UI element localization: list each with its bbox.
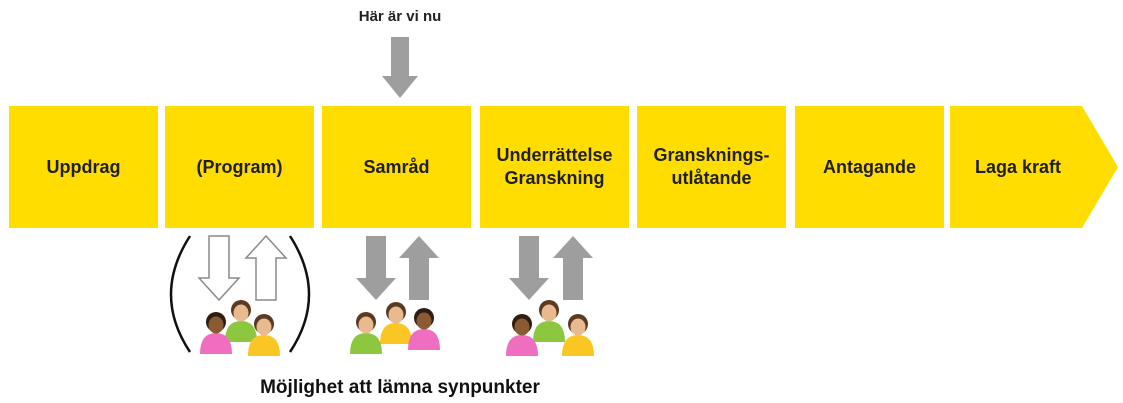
step-uppdrag: Uppdrag xyxy=(9,106,158,228)
step-laga-kraft: Laga kraft xyxy=(974,156,1062,177)
step-underrattelse-granskning: Underrättelse Granskning xyxy=(480,106,629,228)
step-granskningsutlatande: Gransknings- utlåtande xyxy=(637,106,786,228)
people-group-icon xyxy=(506,300,594,356)
people-group-icon xyxy=(350,302,440,354)
caption: Möjlighet att lämna synpunkter xyxy=(260,377,540,398)
current-stage-label: Här är vi nu xyxy=(358,8,442,25)
step-antagande: Antagande xyxy=(795,106,944,228)
up-arrow-icon xyxy=(553,236,593,300)
step-program: (Program) xyxy=(165,106,314,228)
samrad-feedback-group xyxy=(350,236,440,354)
down-arrow-icon xyxy=(356,236,396,300)
step-laga-kraft-shape xyxy=(950,106,1118,228)
program-optional-group xyxy=(169,234,311,356)
granskning-feedback-group xyxy=(506,236,594,356)
down-arrow-icon xyxy=(197,235,241,302)
step-samrad: Samråd xyxy=(322,106,471,228)
people-group-icon xyxy=(200,300,280,356)
up-arrow-icon xyxy=(399,236,439,300)
up-arrow-icon xyxy=(244,234,288,301)
down-arrow-icon xyxy=(509,236,549,300)
